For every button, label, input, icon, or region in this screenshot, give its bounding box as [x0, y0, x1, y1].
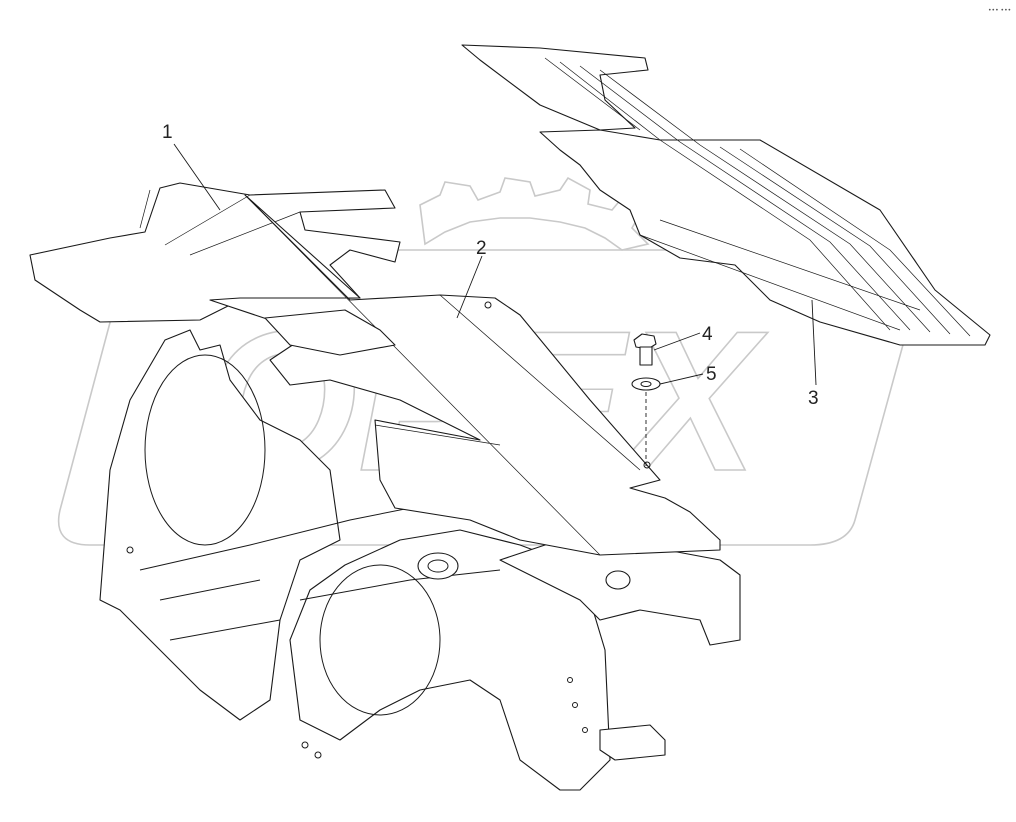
frame-right-cutout — [319, 564, 441, 716]
frame-left-cutout — [144, 354, 266, 546]
part-1-left-panel — [29, 182, 401, 323]
mount-hole — [126, 546, 134, 554]
frame-bottom-bar — [599, 724, 666, 761]
frame-right-side-plate — [289, 529, 611, 791]
mat-top-strip — [461, 44, 649, 131]
callout-labels: 1 2 3 4 5 — [162, 122, 819, 409]
frame-bore-rear — [605, 570, 631, 590]
watermark-gear-outline — [419, 176, 650, 251]
part-5-washer — [631, 377, 661, 468]
mat-main-body — [539, 129, 991, 346]
center-panel-hole — [643, 461, 651, 469]
part-2-center-panel — [209, 194, 721, 556]
callout-5: 5 — [706, 364, 717, 385]
frame-crossmember — [139, 499, 501, 641]
mount-hole — [572, 702, 578, 708]
leader-4 — [653, 332, 701, 351]
leader-lines — [173, 143, 817, 386]
washer-outer — [631, 377, 661, 391]
leader-2 — [456, 255, 483, 319]
mat-ribs — [544, 57, 971, 337]
callout-2: 2 — [476, 238, 487, 259]
center-panel-hole — [484, 301, 492, 309]
callout-3: 3 — [808, 388, 819, 409]
leader-1 — [173, 143, 221, 211]
left-panel-plate — [29, 182, 401, 323]
center-panel-fold — [244, 194, 641, 556]
part-3-right-mat — [461, 44, 991, 346]
center-panel-bracket — [264, 309, 396, 356]
mount-hole — [314, 751, 322, 759]
corner-mark: ••• ••• — [988, 7, 1011, 14]
mount-hole — [567, 677, 573, 683]
frame-bore-front-inner — [427, 559, 449, 573]
leader-3 — [811, 299, 817, 386]
main-frame — [99, 237, 741, 791]
frame-left-side-plate — [99, 329, 341, 721]
mount-hole — [301, 741, 309, 749]
bolt-shank — [639, 346, 653, 366]
washer-inner — [640, 381, 652, 387]
leader-5 — [659, 373, 704, 385]
bolt-head — [633, 333, 657, 350]
part-4-bolt — [633, 333, 657, 366]
callout-4: 4 — [702, 324, 713, 345]
left-panel-edge — [139, 189, 301, 256]
callout-1: 1 — [162, 122, 173, 143]
mount-hole — [582, 727, 588, 733]
frame-bore-front — [417, 552, 459, 580]
